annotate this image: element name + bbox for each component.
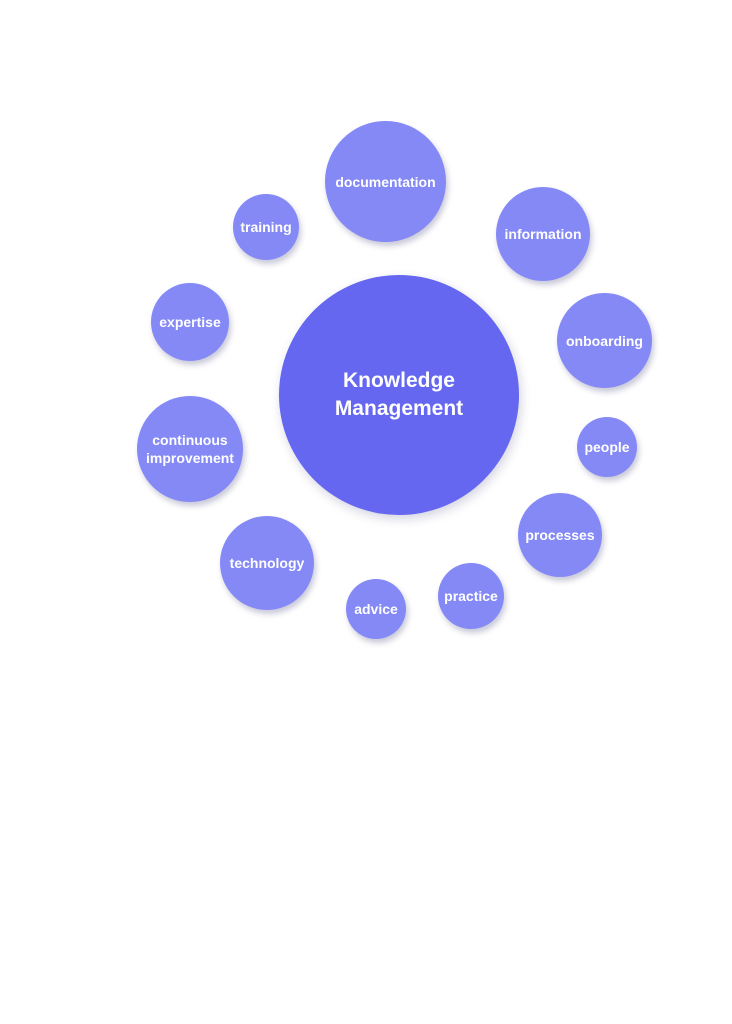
center-label-line-1: Knowledge	[342, 369, 455, 392]
node-people: people	[577, 417, 637, 477]
node-label: continuous improvement	[146, 431, 234, 467]
node-label-line-1: continuous	[152, 432, 228, 448]
node-continuous-improvement: continuous improvement	[137, 396, 243, 502]
node-advice: advice	[346, 579, 406, 639]
node-processes: processes	[518, 493, 602, 577]
node-label: documentation	[335, 173, 436, 190]
center-label-line-2: Management	[334, 397, 464, 420]
node-practice: practice	[438, 563, 504, 629]
node-training: training	[233, 194, 299, 260]
node-label: processes	[525, 527, 595, 543]
node-label: advice	[354, 601, 398, 617]
node-documentation: documentation	[325, 121, 446, 242]
node-label: onboarding	[566, 332, 643, 349]
node-label: training	[240, 219, 292, 235]
node-information: information	[496, 187, 590, 281]
node-label: information	[504, 226, 582, 242]
node-expertise: expertise	[151, 283, 229, 361]
node-onboarding: onboarding	[557, 293, 652, 388]
center-node: Knowledge Management	[279, 275, 519, 515]
center-label: Knowledge Management	[314, 367, 484, 423]
node-label-line-2: improvement	[146, 450, 234, 466]
node-technology: technology	[220, 516, 314, 610]
node-label: expertise	[159, 314, 221, 330]
node-label: technology	[229, 555, 305, 571]
node-label: practice	[444, 588, 498, 604]
node-label: people	[584, 439, 630, 455]
